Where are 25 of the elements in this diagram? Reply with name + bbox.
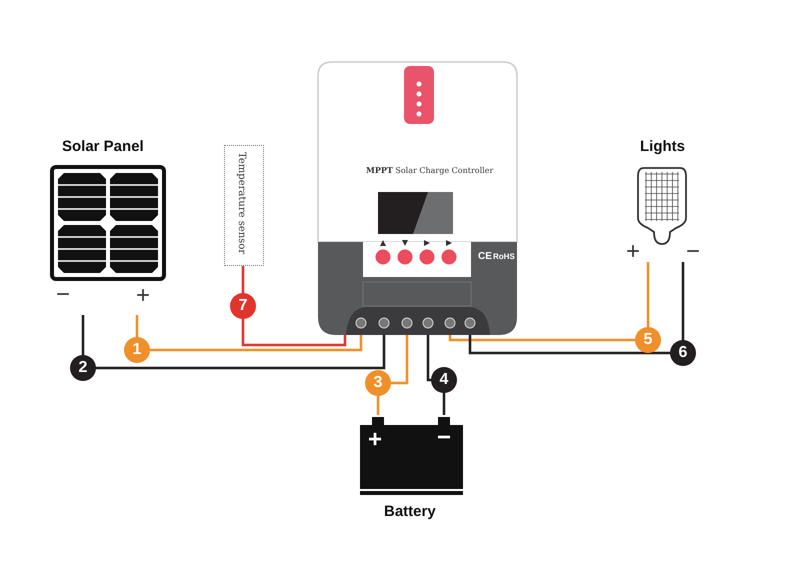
number-badge: 1 — [124, 337, 150, 363]
polarity-sign: + — [136, 284, 150, 308]
mark-label: RoHS — [493, 252, 515, 261]
wire — [448, 262, 650, 342]
number-badge: 3 — [365, 370, 391, 396]
wire — [136, 315, 362, 352]
polarity-sign: − — [437, 426, 452, 450]
polarity-sign: − — [686, 240, 700, 264]
sensor-box — [224, 145, 264, 266]
heading: Solar Panel — [62, 138, 144, 155]
mark-label: CE — [478, 251, 492, 262]
number-badge: 2 — [70, 355, 96, 381]
number-badge: 5 — [635, 327, 661, 353]
polarity-sign: − — [56, 283, 70, 307]
polarity-sign: + — [626, 240, 640, 264]
wire — [468, 262, 684, 354]
number-badge: 4 — [431, 367, 457, 393]
number-badge: 6 — [670, 340, 696, 366]
heading: Battery — [384, 503, 436, 520]
heading: Lights — [640, 138, 685, 155]
wire — [82, 315, 386, 370]
number-badge: 7 — [230, 292, 256, 318]
polarity-sign: + — [368, 428, 382, 452]
sensor-label: Temperature sensor — [236, 152, 247, 254]
product-label: MPPT Solar Charge Controller — [366, 165, 494, 175]
